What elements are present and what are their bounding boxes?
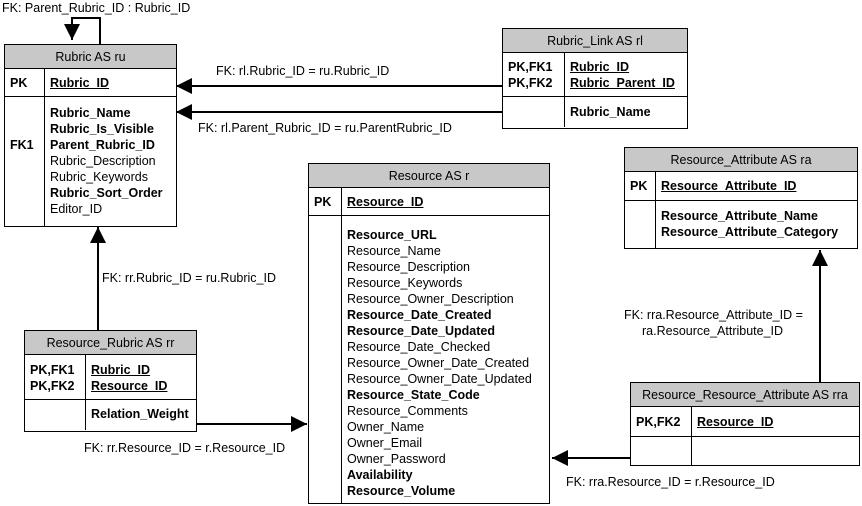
pk-field-list: Rubric_ID Resource_ID <box>86 355 196 394</box>
field: Resource_Date_Checked <box>347 340 491 354</box>
pk-field: Resource_ID <box>697 415 774 429</box>
pk-field-list: Resource_ID <box>692 407 859 430</box>
field: Owner_Password <box>347 452 446 466</box>
field-list: Relation_Weight <box>86 400 196 422</box>
entity-resource-attribute: Resource_Attribute AS ra PK Resource_Att… <box>624 147 858 249</box>
field: Resource_Owner_Date_Updated <box>347 372 532 386</box>
relation-label-rr-resource: FK: rr.Resource_ID = r.Resource_ID <box>84 441 286 455</box>
field: Rubric_Description <box>50 154 156 168</box>
entity-title: Resource AS r <box>309 164 549 188</box>
entity-rubric: Rubric AS ru PK Rubric_ID FK1 Rubric_Nam… <box>4 44 177 227</box>
pk-field: Rubric_ID <box>50 76 110 90</box>
pk-key: PK <box>630 179 648 193</box>
field: Resource_State_Code <box>347 388 480 402</box>
field: Owner_Email <box>347 436 423 450</box>
pk-field: Resource_ID <box>347 195 424 209</box>
field: Relation_Weight <box>91 407 189 421</box>
field: Resource_Owner_Date_Created <box>347 356 530 370</box>
field: Availability <box>347 468 413 482</box>
entity-title: Resource_Attribute AS ra <box>625 148 857 172</box>
field: Resource_Attribute_Name <box>661 209 818 223</box>
field: Resource_Comments <box>347 404 468 418</box>
pk-field: Rubric_ID <box>91 363 151 377</box>
relation-label-rra-resource: FK: rra.Resource_ID = r.Resource_ID <box>566 475 775 489</box>
key-label: PK,FK2 <box>508 76 553 90</box>
field: Rubric_Sort_Order <box>50 186 163 200</box>
self-reference-line <box>64 17 101 44</box>
field: Resource_Volume <box>347 484 456 498</box>
field: Rubric_Is_Visible <box>50 122 154 136</box>
entity-title: Resource_Rubric AS rr <box>25 331 196 355</box>
field: Editor_ID <box>50 202 103 216</box>
field: Rubric_Name <box>50 106 131 120</box>
self-reference-label: FK: Parent_Rubric_ID : Rubric_ID <box>2 1 191 15</box>
relation-label-rr-rubric: FK: rr.Rubric_ID = ru.Rubric_ID <box>102 271 277 285</box>
pk-field: Resource_Attribute_ID <box>661 179 797 193</box>
key-label: PK,FK1 <box>30 363 75 377</box>
field: Parent_Rubric_ID <box>50 138 155 152</box>
pk-field: Rubric_ID <box>570 60 630 74</box>
key-label: PK,FK1 <box>508 60 553 74</box>
field: Rubric_Keywords <box>50 170 148 184</box>
field: Resource_URL <box>347 228 437 242</box>
relation-label-rra-attr-1: FK: rra.Resource_Attribute_ID = <box>624 308 803 322</box>
field: Resource_Keywords <box>347 276 463 290</box>
entity-resource-resource-attribute: Resource_Resource_Attribute AS rra PK,FK… <box>630 382 860 466</box>
key-list: PK,FK2 <box>631 407 692 436</box>
field: Resource_Description <box>347 260 470 274</box>
entity-title: Rubric_Link AS rl <box>503 29 687 53</box>
pk-key: PK <box>314 195 332 209</box>
field: Resource_Owner_Description <box>347 292 514 306</box>
entity-title: Rubric AS ru <box>5 45 176 69</box>
pk-key: PK <box>10 76 28 90</box>
field-list: Rubric_Name <box>565 97 687 120</box>
field: Owner_Name <box>347 420 425 434</box>
key-label: PK,FK2 <box>30 379 75 393</box>
field: Resource_Name <box>347 244 441 258</box>
entity-title: Resource_Resource_Attribute AS rra <box>631 383 859 407</box>
relation-label-rl-parent: FK: rl.Parent_Rubric_ID = ru.ParentRubri… <box>198 121 452 135</box>
relation-label-rl-rubric: FK: rl.Rubric_ID = ru.Rubric_ID <box>216 64 390 78</box>
pk-field: Rubric_Parent_ID <box>570 76 675 90</box>
pk-field-list: Rubric_ID Rubric_Parent_ID <box>565 53 687 91</box>
field: Resource_Attribute_Category <box>661 225 839 239</box>
key-label: PK,FK2 <box>636 415 681 429</box>
relation-label-rra-attr-2: ra.Resource_Attribute_ID <box>642 324 784 338</box>
entity-resource: Resource AS r PK Resource_ID Resource_UR… <box>308 163 550 504</box>
fk-key: FK1 <box>10 138 34 152</box>
field: Resource_Date_Created <box>347 308 492 322</box>
field: Rubric_Name <box>570 105 651 119</box>
pk-field: Resource_ID <box>91 379 168 393</box>
field: Resource_Date_Updated <box>347 324 495 338</box>
